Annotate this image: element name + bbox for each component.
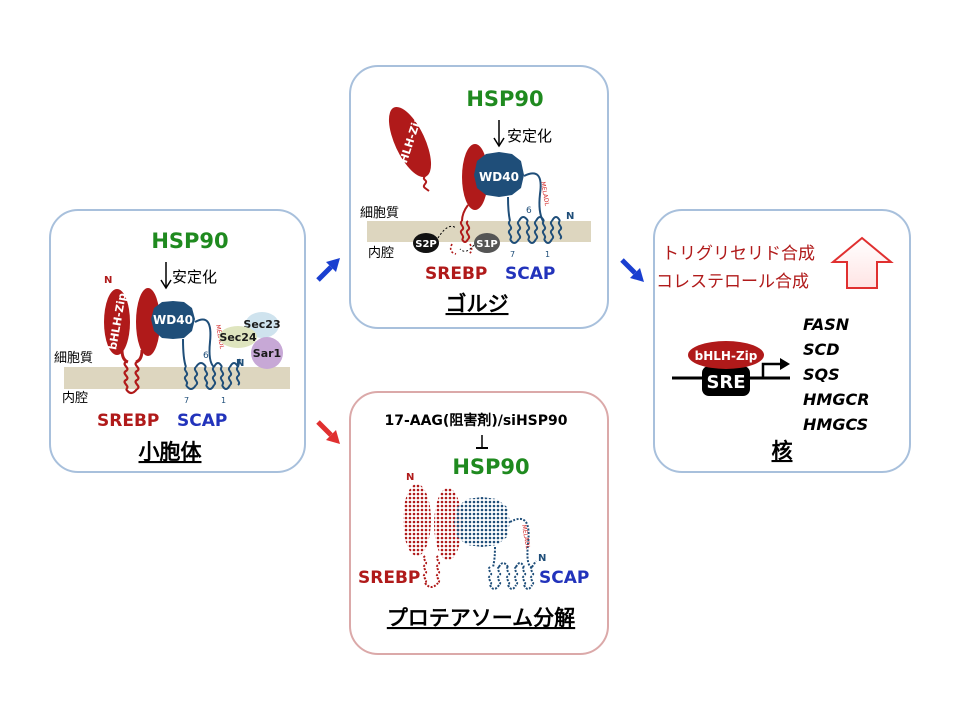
nucleus-sre-label: SRE [706,372,745,393]
golgi-panel: HSP90 安定化 細胞質 内腔 bHLH-Zip WD40 [349,65,609,329]
golgi-scap-tm6: 6 [526,206,532,216]
er-scap-protein [182,318,241,390]
er-panel-title: 小胞体 [139,440,203,464]
er-panel-frame [49,209,306,473]
er-scap-tm7: 7 [184,396,189,405]
nucleus-upregulation-arrow [830,236,894,289]
golgi-scap-motif: MELADL [539,181,550,207]
proteasome-scap-n-terminus: N [538,553,546,564]
nucleus-gene-sqs: SQS [803,365,840,384]
golgi-scap-n-terminus: N [566,211,574,222]
er-panel: HSP90 安定化 細胞質 内腔 N bHLH-Zip WD40 [49,209,306,473]
er-wd40-domain [151,301,195,339]
nucleus-gene-hmgcr: HMGCR [803,390,870,409]
golgi-scap-protein [507,172,563,244]
nucleus-triglyceride-text: トリグリセリド合成 [662,244,815,264]
er-sec24-label: Sec24 [219,331,257,344]
golgi-scap-tm1: 1 [545,250,550,259]
golgi-stabilize-arrow [493,120,505,148]
nucleus-bhlh-zip-protein [688,341,764,369]
golgi-s1p-protease [474,233,500,253]
er-sec24-protein [219,326,257,348]
golgi-s1p-label: S1P [476,239,498,250]
er-to-proteasome-arrow [316,420,340,444]
golgi-to-nucleus-arrow [620,258,644,282]
golgi-srebp-label: SREBP [425,264,487,284]
nucleus-panel: トリグリセリド合成 コレステロール合成 SRE bHLH-Zip FASN SC… [653,209,911,473]
proteasome-panel-title: プロテアソーム分解 [387,606,575,630]
er-scap-tm1: 1 [221,396,226,405]
proteasome-hsp90-label: HSP90 [452,455,529,479]
golgi-panel-title: ゴルジ [446,292,509,316]
nucleus-transcription-arrow [761,358,790,378]
nucleus-cholesterol-text: コレステロール合成 [656,272,809,292]
nucleus-bhlh-zip-label: bHLH-Zip [695,349,758,363]
er-cytoplasm-label: 細胞質 [54,351,93,366]
proteasome-scap-degraded [487,517,537,590]
proteasome-scap-motif: MELADL [520,524,531,550]
er-sar1-protein [251,337,283,369]
proteasome-srebp-degraded [403,484,462,588]
er-lumen-label: 内腔 [62,390,88,406]
golgi-hsp90-label: HSP90 [466,87,543,111]
nucleus-gene-scd: SCD [803,340,840,359]
nucleus-sre-box [702,366,750,396]
nucleus-panel-title: 核 [772,439,793,463]
golgi-released-bhlh-zip [388,106,432,192]
er-srebp-protein [104,288,160,395]
golgi-s1p-cleavage-arrow [459,244,475,252]
er-sar1-label: Sar1 [253,347,281,360]
proteasome-panel: 17-AAG(阻害剤)/siHSP90 HSP90 N MELADL N SRE… [349,391,609,655]
golgi-cytoplasm-label: 細胞質 [360,206,399,221]
er-hsp90-label: HSP90 [151,229,228,253]
er-stabilize-arrow [160,262,172,290]
golgi-wd40-domain [474,152,524,197]
er-scap-n-terminus: N [236,358,244,369]
er-scap-tm6: 6 [203,351,209,361]
nucleus-gene-hmgcs: HMGCS [803,415,868,434]
proteasome-srebp-n-terminus: N [406,472,414,483]
golgi-lumen-label: 内腔 [368,245,394,261]
nucleus-gene-fasn: FASN [803,315,850,334]
proteasome-wd40-degraded [454,497,510,547]
proteasome-inhibitor-label: 17-AAG(阻害剤)/siHSP90 [384,412,567,429]
golgi-s2p-label: S2P [415,239,437,250]
er-sec23-label: Sec23 [243,318,280,331]
er-scap-label: SCAP [177,411,227,431]
er-to-golgi-arrow [316,258,340,282]
proteasome-scap-label: SCAP [539,568,589,588]
golgi-scap-tm7: 7 [510,250,515,259]
er-srebp-label: SREBP [97,411,159,431]
golgi-stabilize-label: 安定化 [507,127,552,145]
golgi-s2p-cleavage-arrow [437,225,457,239]
er-stabilize-label: 安定化 [172,268,217,286]
golgi-scap-label: SCAP [505,264,555,284]
proteasome-srebp-label: SREBP [358,568,420,588]
golgi-wd40-label: WD40 [479,170,519,184]
er-wd40-label: WD40 [153,313,193,327]
golgi-s2p-protease [413,233,439,253]
er-membrane [64,367,290,389]
er-srebp-n-terminus: N [104,275,112,286]
proteasome-inhibition-symbol [476,435,488,449]
